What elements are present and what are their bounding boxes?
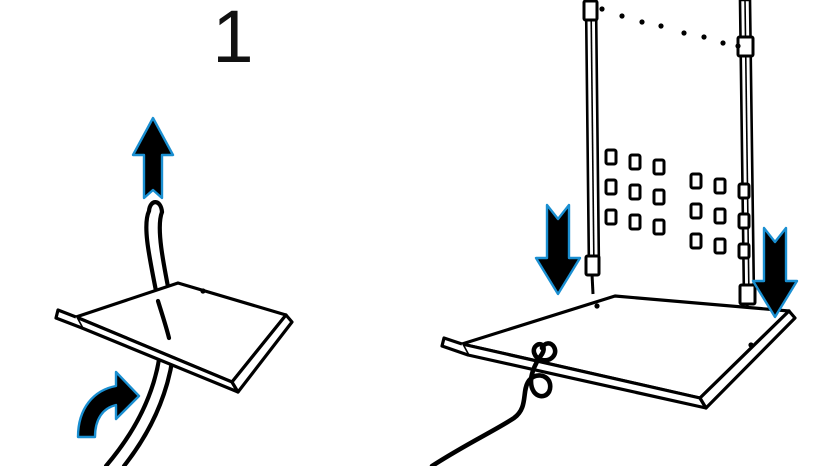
base-plate-right <box>440 294 797 410</box>
base-plate-left-tip-wedge <box>54 308 83 330</box>
rail-clip-left-top <box>582 0 599 22</box>
panel-edge-dot <box>619 13 625 19</box>
panel-button[interactable] <box>628 183 642 201</box>
panel-edge-dot <box>701 34 707 40</box>
panel-edge-dot <box>599 6 605 12</box>
panel-button[interactable] <box>689 172 703 190</box>
cable-right-loop <box>531 341 558 363</box>
panel-button[interactable] <box>604 208 618 226</box>
cable-right <box>429 341 558 466</box>
panel-edge-dot <box>639 19 645 25</box>
panel-insert-arrow-right[interactable] <box>751 226 799 319</box>
control-panel-upright <box>582 0 757 321</box>
panel-button[interactable] <box>713 177 727 195</box>
cable-pull-up-arrow[interactable] <box>131 116 175 200</box>
panel-button[interactable] <box>713 237 727 255</box>
panel-rail-left-inner-line <box>590 0 595 273</box>
rail-clip-right-bottom <box>738 283 757 306</box>
panel-insert-arrow-right-shape[interactable] <box>751 226 799 319</box>
panel-button[interactable] <box>628 153 642 171</box>
panel-button[interactable] <box>689 232 703 250</box>
panel-button[interactable] <box>604 178 618 196</box>
panel-insert-arrow-left-shape[interactable] <box>534 203 582 296</box>
cable-pull-up-arrow-shape[interactable] <box>131 116 175 200</box>
cable-rotate-arrow-shape[interactable] <box>76 370 141 439</box>
panel-button[interactable] <box>737 242 751 260</box>
rail-pin-left <box>590 273 595 295</box>
panel-button[interactable] <box>737 212 751 230</box>
base-plate-left-hole <box>200 288 206 294</box>
panel-button[interactable] <box>652 158 666 176</box>
base-plate-left-right-bevel <box>230 313 294 394</box>
base-plate-right-hole-right <box>748 342 754 348</box>
panel-button[interactable] <box>652 218 666 236</box>
panel-edge-dot <box>735 43 741 49</box>
step-number-group: 1 <box>212 0 253 78</box>
left-figure-group <box>54 116 294 466</box>
step-number-label: 1 <box>212 0 253 78</box>
panel-button[interactable] <box>689 202 703 220</box>
panel-button[interactable] <box>652 188 666 206</box>
base-plate-right-tip-wedge <box>440 336 469 357</box>
panel-top-dotted-edge <box>599 6 741 49</box>
panel-edge-dot <box>658 23 664 29</box>
cable-left-through-slot <box>155 298 172 341</box>
panel-button[interactable] <box>713 207 727 225</box>
panel-insert-arrow-left[interactable] <box>534 203 582 296</box>
right-figure-group <box>429 0 799 466</box>
base-plate-right-hole-left <box>594 303 600 309</box>
panel-button[interactable] <box>604 148 618 166</box>
base-plate-left-tip <box>54 308 83 330</box>
rail-clip-left-bottom <box>584 254 601 277</box>
cable-rotate-arrow[interactable] <box>76 370 141 439</box>
panel-button[interactable] <box>737 182 751 200</box>
button-grid-left[interactable] <box>604 148 666 236</box>
base-plate-left <box>74 281 294 394</box>
panel-edge-dot <box>720 40 726 46</box>
base-plate-right-right-bevel <box>698 309 797 410</box>
cable-left-end-cap <box>146 200 165 215</box>
cable-left-slot-segment <box>155 298 172 341</box>
panel-edge-dot <box>681 30 687 36</box>
cable-right-main-run <box>429 351 553 466</box>
panel-rail-left <box>584 0 601 274</box>
button-grid-right[interactable] <box>689 172 751 260</box>
panel-button[interactable] <box>628 213 642 231</box>
